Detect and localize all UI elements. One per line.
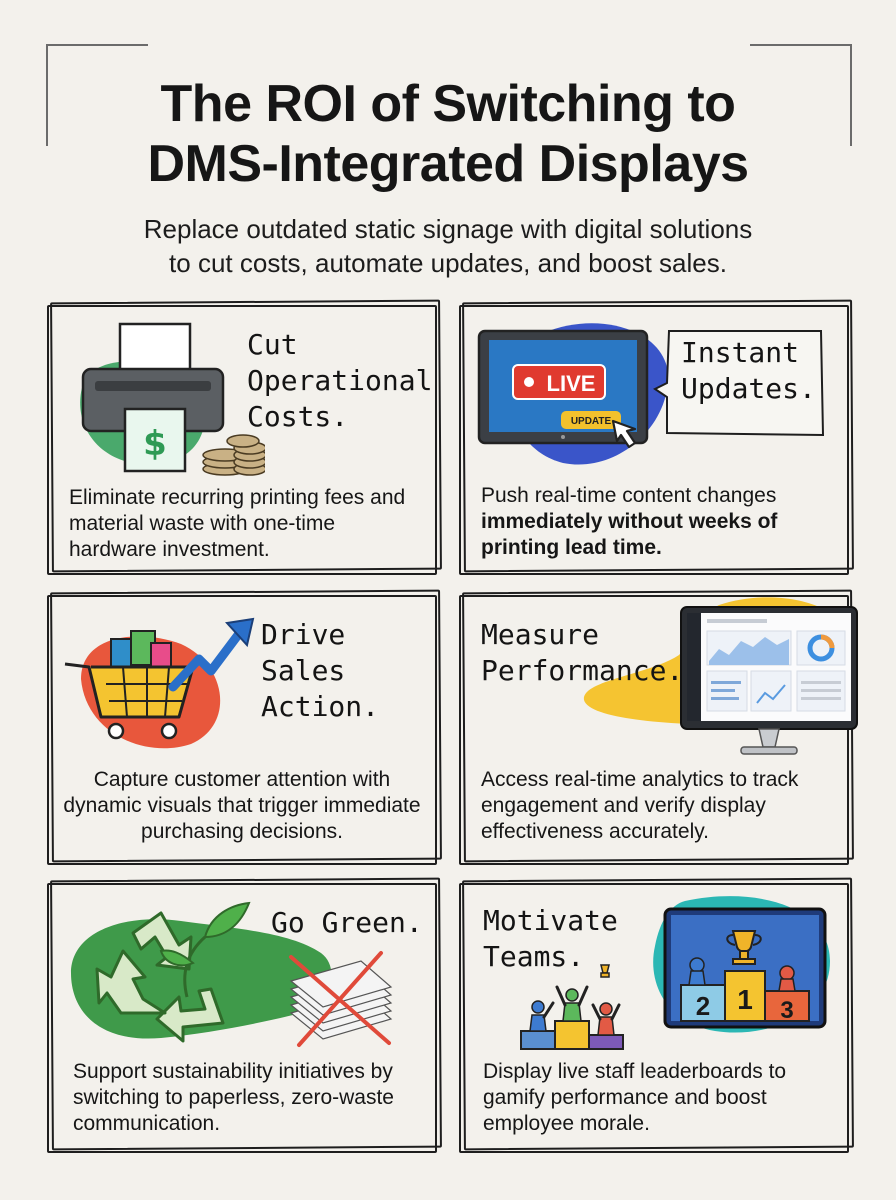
corner-decoration-right [750,44,852,146]
card-motivate-teams: 1 2 3 Motivate Teams. Display live staff… [459,877,854,1153]
subtitle-line-1: Replace outdated static signage with dig… [143,214,753,244]
card-frame [47,595,437,865]
card-heading: Measure Performance. [481,618,684,687]
live-monitor-icon: LIVE UPDATE [477,323,669,465]
card-description: Capture customer attention with dynamic … [63,768,421,843]
page-title: The ROI of Switching to DMS-Integrated D… [0,74,896,194]
card-heading: Instant Updates. [681,336,816,405]
card-description: Push real-time content changes immediate… [481,483,831,561]
card-instant-updates: LIVE UPDATE Instant Updates. Push real-t… [459,299,854,575]
card-frame [459,883,849,1153]
speech-bubble-icon [653,330,825,437]
card-description: Access real-time analytics to track enga… [481,768,799,843]
subtitle-line-2: to cut costs, automate updates, and boos… [169,248,727,278]
card-heading: Drive Sales Action. [261,618,380,723]
title-line-2: DMS-Integrated Displays [147,135,749,193]
leaderboard-podium-icon: 1 2 3 [653,896,830,1033]
card-measure-performance: Measure Performance. Access real-time an… [459,589,858,865]
podium-label-first: 1 [737,984,753,1015]
card-description: Eliminate recurring printing fees and ma… [69,486,406,561]
card-frame [47,883,437,1153]
update-button-label: UPDATE [571,416,612,427]
card-description: Display live staff leaderboards to gamif… [483,1060,787,1135]
corner-decoration-left [46,44,148,146]
card-heading: Go Green. [271,906,423,939]
recycle-icon [71,901,393,1047]
shopping-cart-growth-icon [64,617,255,749]
podium-label-third: 3 [780,997,793,1024]
description-bold: immediately without weeks of printing le… [481,510,778,559]
card-drive-sales: Drive Sales Action. Capture customer att… [47,589,442,865]
small-podium-icon [520,964,624,1050]
printer-money-icon: $ [80,322,265,476]
podium-label-second: 2 [696,991,710,1021]
card-heading: Motivate Teams. [483,904,618,973]
live-badge-text: LIVE [547,371,596,396]
analytics-dashboard-icon [583,597,858,755]
card-description: Support sustainability initiatives by sw… [73,1060,394,1135]
page-subtitle: Replace outdated static signage with dig… [0,212,896,280]
card-frame [47,305,437,575]
card-frame [459,305,849,575]
card-cut-costs: $ Cut Operational Costs. Eliminate recur… [47,299,442,575]
card-heading: Cut Operational Costs. [247,328,433,433]
svg-text:$: $ [143,424,167,464]
card-go-green: Go Green. Support sustainability initiat… [47,877,442,1153]
description-regular: Push real-time content changes [481,484,777,507]
title-line-1: The ROI of Switching to [160,75,736,133]
